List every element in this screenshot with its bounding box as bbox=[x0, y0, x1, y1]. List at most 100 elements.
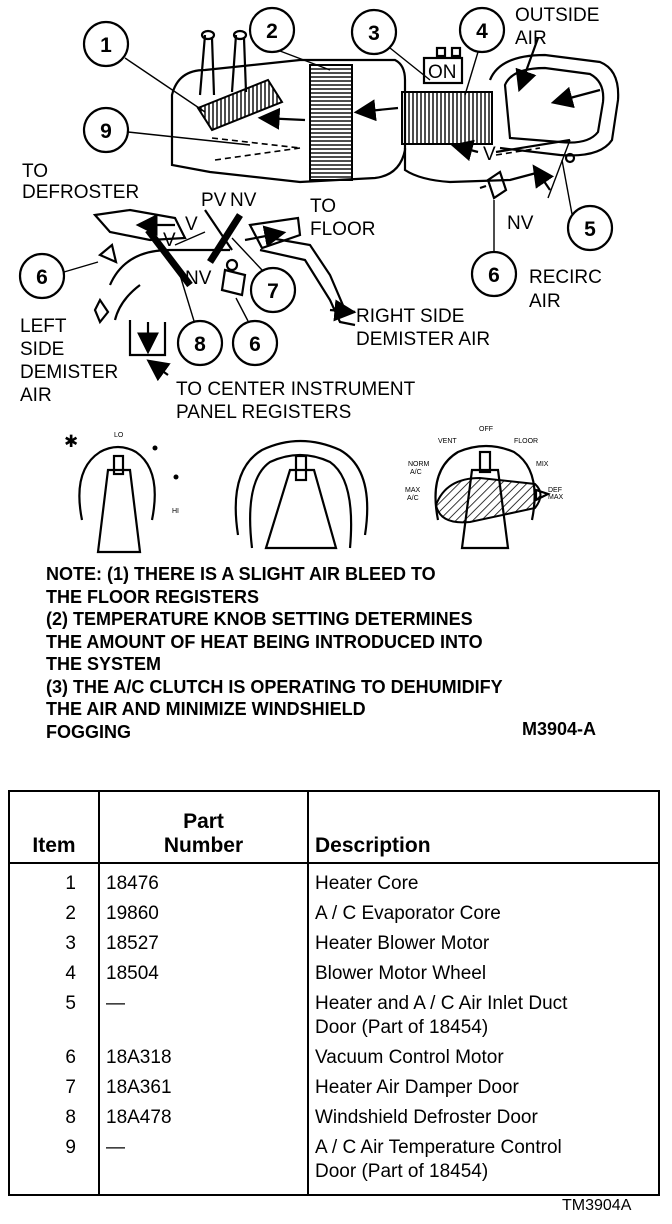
row-item: 1 bbox=[8, 863, 100, 899]
right-demister-label: RIGHT SIDE bbox=[356, 306, 464, 327]
row-part: — bbox=[98, 989, 309, 1043]
row-part: 18A318 bbox=[98, 1043, 309, 1073]
v-label-2: V bbox=[185, 214, 198, 235]
svg-text:9: 9 bbox=[100, 120, 112, 143]
svg-text:MIX: MIX bbox=[536, 461, 549, 468]
v-label: V bbox=[163, 230, 176, 251]
callout-3: 3 bbox=[350, 8, 431, 81]
svg-text:1: 1 bbox=[100, 34, 112, 57]
table-row: 3 18527 Heater Blower Motor bbox=[8, 929, 660, 959]
svg-text:5: 5 bbox=[584, 218, 596, 241]
callout-6-left: 6 bbox=[18, 252, 99, 300]
row-description: Heater Blower Motor bbox=[307, 929, 660, 959]
row-description: A / C Air Temperature Control Door (Part… bbox=[307, 1133, 660, 1195]
evaporator-core bbox=[309, 64, 353, 181]
table-row: 8 18A478 Windshield Defroster Door bbox=[8, 1103, 660, 1133]
to-floor-label: TO bbox=[310, 196, 336, 217]
row-part: — bbox=[98, 1133, 309, 1195]
pv-label: PV bbox=[201, 190, 227, 211]
callout-9: 9 bbox=[82, 106, 251, 154]
inlet-duct bbox=[488, 53, 620, 157]
tm-code: TM3904A bbox=[562, 1197, 632, 1214]
left-demister-label-4: AIR bbox=[20, 385, 52, 406]
svg-text:LO: LO bbox=[114, 432, 124, 439]
diagram-labels: OUTSIDE AIR ON TO DEFROSTER TO FLOOR REC… bbox=[20, 5, 602, 423]
function-knob: VENT OFF FLOOR NORM A/C MAX A/C MIX DEF … bbox=[405, 426, 564, 550]
svg-text:2: 2 bbox=[266, 20, 278, 43]
callout-5: 5 bbox=[561, 159, 614, 252]
note-line-7: THE AIR AND MINIMIZE WINDSHIELD bbox=[46, 699, 366, 719]
temperature-knob bbox=[234, 439, 369, 550]
header-part-line-2: Number bbox=[163, 834, 244, 857]
outside-air-label-2: AIR bbox=[515, 28, 547, 49]
note-line-6: (3) THE A/C CLUTCH IS OPERATING TO DEHUM… bbox=[46, 676, 503, 697]
table-row: 4 18504 Blower Motor Wheel bbox=[8, 959, 660, 989]
svg-text:HI: HI bbox=[172, 508, 179, 515]
description-line: Vacuum Control Motor bbox=[315, 1047, 504, 1068]
svg-text:NORM: NORM bbox=[408, 461, 430, 468]
description-line: Windshield Defroster Door bbox=[315, 1107, 538, 1128]
note-line-3: (2) TEMPERATURE KNOB SETTING DETERMINES bbox=[46, 609, 473, 629]
row-description: Vacuum Control Motor bbox=[307, 1043, 660, 1073]
svg-text:6: 6 bbox=[36, 266, 48, 289]
row-description: Heater Core bbox=[307, 863, 660, 899]
to-floor-label-2: FLOOR bbox=[310, 219, 375, 240]
recirc-air-label-2: AIR bbox=[529, 291, 561, 312]
svg-text:4: 4 bbox=[476, 20, 488, 43]
description-line: Heater and A / C Air Inlet Duct bbox=[315, 993, 568, 1014]
row-part: 19860 bbox=[98, 899, 309, 929]
description-line: Heater Core bbox=[315, 873, 419, 894]
svg-text:FLOOR: FLOOR bbox=[514, 438, 538, 445]
row-part: 18476 bbox=[98, 863, 309, 899]
row-part: 18527 bbox=[98, 929, 309, 959]
description-line: Door (Part of 18454) bbox=[315, 1017, 489, 1038]
center-registers-label-2: PANEL REGISTERS bbox=[176, 402, 351, 423]
row-item: 3 bbox=[8, 929, 100, 959]
fan-knob: ✱ LO HI bbox=[64, 432, 179, 554]
parts-table: Item Part Number Description 1 18476 Hea… bbox=[8, 790, 660, 1196]
note-line-1: NOTE: (1) THERE IS A SLIGHT AIR BLEED TO bbox=[46, 564, 436, 584]
figure-code: M3904-A bbox=[522, 719, 597, 739]
hvac-airflow-diagram: 1 2 3 4 5 6 6 6 7 8 bbox=[18, 5, 620, 554]
to-defroster-label: TO bbox=[22, 161, 48, 182]
row-item: 4 bbox=[8, 959, 100, 989]
heater-core bbox=[196, 78, 284, 132]
airflow-arrows bbox=[257, 37, 601, 191]
recirc-air-label: RECIRC bbox=[529, 267, 602, 288]
table-row: 6 18A318 Vacuum Control Motor bbox=[8, 1043, 660, 1073]
description-line: Blower Motor Wheel bbox=[315, 963, 487, 984]
parts-table-header: Item Part Number Description bbox=[8, 791, 660, 864]
nv-label-3: NV bbox=[507, 213, 534, 234]
table-row: 2 19860 A / C Evaporator Core bbox=[8, 899, 660, 929]
row-item: 9 bbox=[8, 1133, 100, 1195]
table-row: 9 — A / C Air Temperature Control Door (… bbox=[8, 1133, 660, 1195]
note-line-8: FOGGING bbox=[46, 721, 131, 742]
header-description: Description bbox=[307, 791, 660, 864]
outside-air-label: OUTSIDE bbox=[515, 5, 599, 26]
svg-text:A/C: A/C bbox=[407, 495, 419, 502]
row-description: Blower Motor Wheel bbox=[307, 959, 660, 989]
callout-1: 1 bbox=[82, 20, 206, 113]
nv-label: NV bbox=[230, 190, 257, 211]
row-part: 18504 bbox=[98, 959, 309, 989]
svg-text:A/C: A/C bbox=[410, 469, 422, 476]
callout-4: 4 bbox=[458, 6, 506, 96]
note-line-5: THE SYSTEM bbox=[46, 654, 162, 674]
header-part-number: Part Number bbox=[98, 791, 309, 864]
header-part-line-1: Part bbox=[183, 810, 224, 833]
row-part: 18A361 bbox=[98, 1073, 309, 1103]
table-row: 1 18476 Heater Core bbox=[8, 863, 660, 899]
description-line: A / C Air Temperature Control bbox=[315, 1137, 562, 1158]
svg-text:MAX: MAX bbox=[548, 494, 564, 501]
right-demister-label-2: DEMISTER AIR bbox=[356, 329, 490, 350]
row-part: 18A478 bbox=[98, 1103, 309, 1133]
svg-text:3: 3 bbox=[368, 22, 380, 45]
left-demister-label-3: DEMISTER bbox=[20, 362, 118, 383]
svg-text:DEF: DEF bbox=[548, 487, 562, 494]
on-label: ON bbox=[428, 62, 457, 83]
nv-label-2: NV bbox=[185, 268, 212, 289]
callout-7: 7 bbox=[231, 237, 297, 314]
svg-text:MAX: MAX bbox=[405, 487, 421, 494]
row-description: Heater Air Damper Door bbox=[307, 1073, 660, 1103]
svg-text:7: 7 bbox=[267, 280, 279, 303]
